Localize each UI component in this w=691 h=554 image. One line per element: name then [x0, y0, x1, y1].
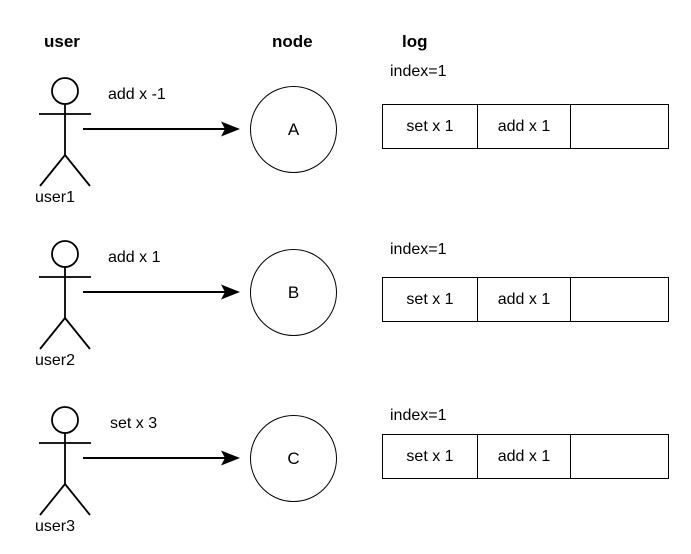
log-table: set x 1 add x 1 [382, 104, 669, 149]
log-table: set x 1 add x 1 [382, 277, 669, 322]
diagram-row: user1 add x -1 A index=1 set x 1 add x 1 [0, 0, 691, 206]
log-cell [571, 435, 668, 478]
column-header-log: log [402, 32, 428, 51]
node-letter: C [287, 448, 300, 468]
log-cell [571, 105, 668, 148]
edge-label: set x 3 [110, 415, 158, 432]
diagram-row: user2 add x 1 B index=1 set x 1 add x 1 [0, 163, 691, 369]
log-index-label: index=1 [390, 63, 447, 80]
arrow-right-icon [83, 121, 240, 137]
arrow-right-icon [83, 284, 240, 300]
log-cell: add x 1 [478, 105, 571, 148]
log-cell: set x 1 [383, 278, 478, 321]
node-letter: A [287, 119, 300, 139]
edge-label: add x 1 [108, 249, 161, 266]
node-letter: B [287, 282, 300, 302]
log-cell: set x 1 [383, 435, 478, 478]
node-circle: C [250, 415, 337, 502]
column-header-node: node [272, 32, 313, 51]
stick-figure-icon [39, 406, 91, 516]
log-index-label: index=1 [390, 241, 447, 258]
diagram-row: user3 set x 3 C index=1 set x 1 add x 1 [0, 329, 691, 539]
column-header-user: user [44, 32, 80, 51]
log-cell: set x 1 [383, 105, 478, 148]
actor-label: user1 [35, 189, 76, 206]
arrow-right-icon [83, 450, 240, 466]
stick-figure-icon [39, 240, 91, 350]
edge-label: add x -1 [108, 86, 166, 103]
log-cell: add x 1 [478, 435, 571, 478]
stick-figure-icon [39, 77, 91, 187]
log-table: set x 1 add x 1 [382, 434, 669, 479]
log-index-label: index=1 [390, 407, 447, 424]
log-cell [571, 278, 668, 321]
log-cell: add x 1 [478, 278, 571, 321]
actor-label: user3 [35, 518, 76, 535]
node-circle: B [250, 249, 337, 336]
actor-label: user2 [35, 352, 76, 369]
node-circle: A [250, 86, 337, 173]
